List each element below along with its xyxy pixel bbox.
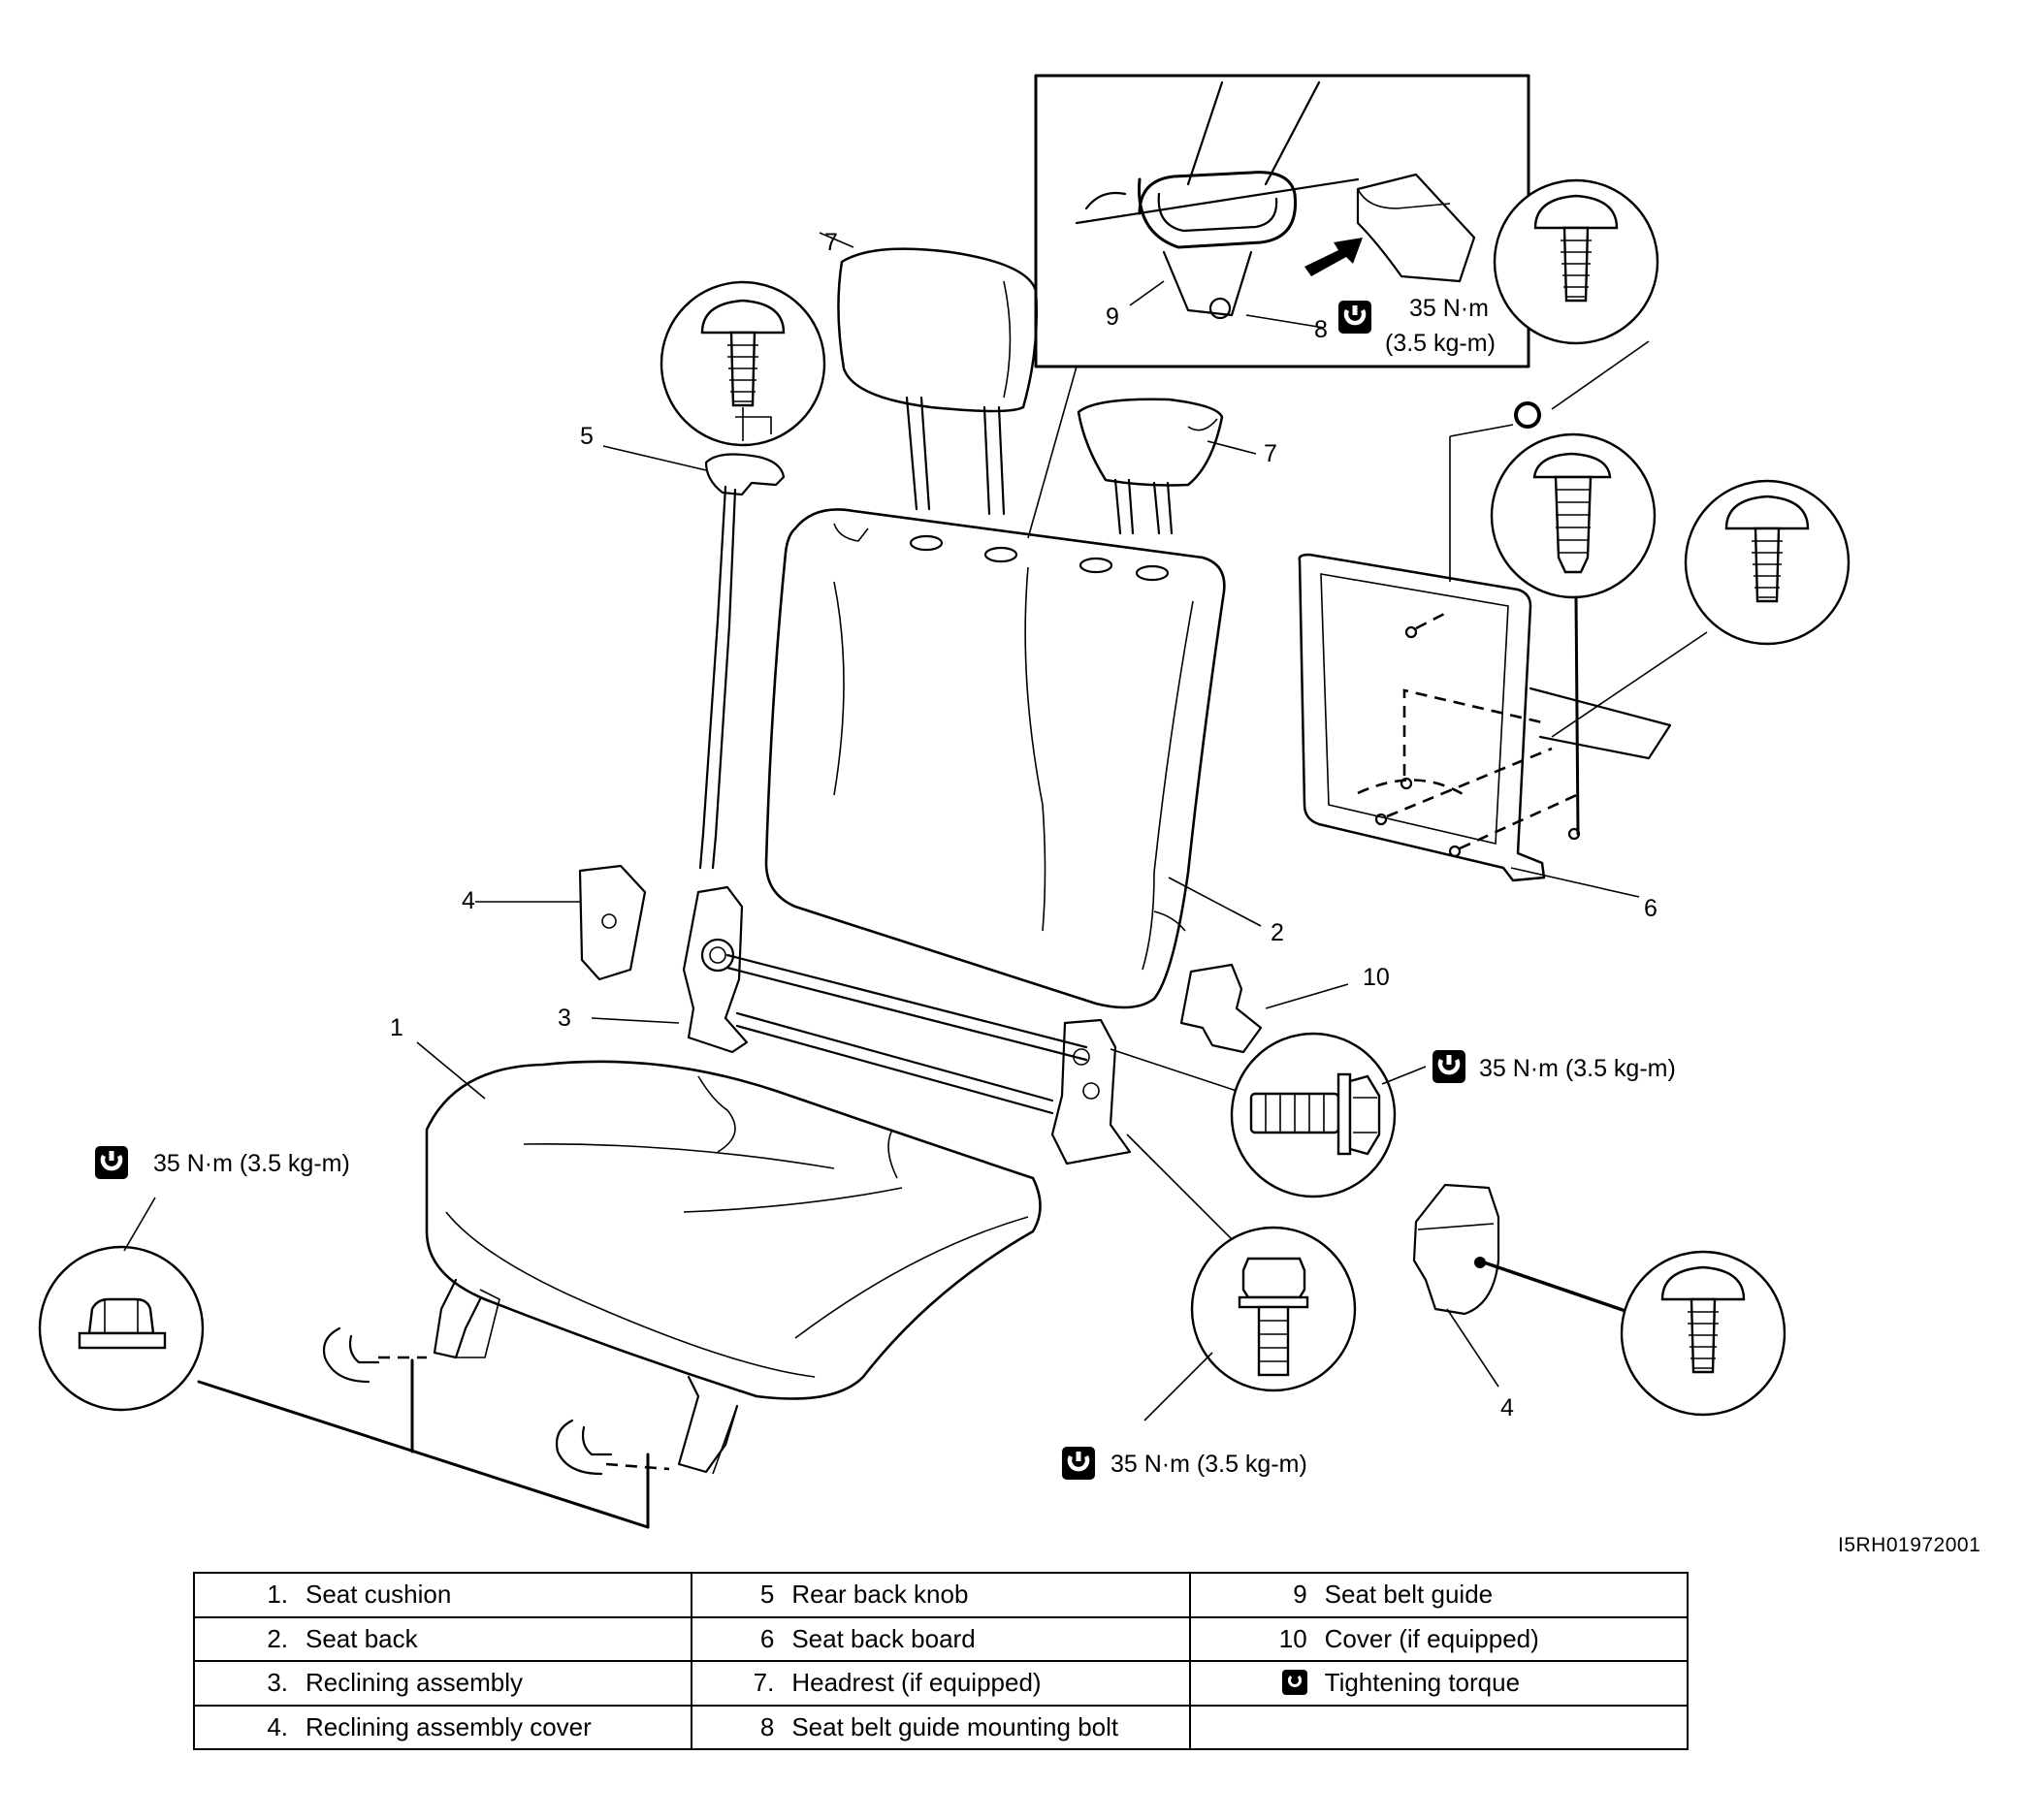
bottom-torque-text: 35 N·m (3.5 kg-m) [1111,1451,1307,1478]
legend-number: 7. [753,1668,775,1698]
cover: 10 [1179,963,1390,1054]
legend-number: 9 [1293,1580,1307,1610]
figure-code: I5RH01972001 [1838,1534,1981,1556]
reclining-assembly-cover-right: 4 [1412,1183,1787,1421]
callout-4-right: 4 [1500,1394,1514,1421]
left-torque-text: 35 N·m (3.5 kg-m) [153,1150,350,1177]
callout-3: 3 [558,1005,571,1032]
legend-number: 5 [759,1580,775,1610]
legend-cell: 2. Seat back [192,1615,693,1662]
legend-cell: 7. Headrest (if equipped) [691,1660,1191,1707]
seat-exploded-diagram: 9 8 35 N·m (3.5 kg-m) 7 7 2 [38,74,1851,1529]
reclining-bolt-bottom: 35 N·m (3.5 kg-m) [1062,1134,1357,1480]
callout-9: 9 [1106,303,1119,331]
legend-number: 3. [267,1668,288,1698]
seat-belt-guide-inset: 9 8 35 N·m (3.5 kg-m) [1027,74,1530,539]
seat-back: 2 [764,508,1284,1009]
legend-number: 1. [267,1580,288,1610]
callout-8: 8 [1314,316,1328,343]
legend-row: 3. Reclining assembly 7. Headrest (if equip… [192,1660,1690,1707]
inset-torque-value: 35 N·m [1409,295,1489,322]
reclining-assembly: 4 3 [462,864,1132,1165]
wrench-icon [1281,1670,1307,1696]
headrest-left: 7 [819,229,1038,516]
callout-7-right: 7 [1264,440,1277,467]
legend-row: 4. Reclining assembly cover 8 Seat belt gui… [192,1704,1690,1750]
callout-7-left: 7 [824,229,838,256]
reclining-bolt-right: 35 N·m (3.5 kg-m) [1110,1032,1676,1198]
legend-cell: 1. Seat cushion [192,1572,693,1618]
legend-cell: 10 Cover (if equipped) [1188,1615,1690,1662]
legend-cell: 4. Reclining assembly cover [192,1704,693,1750]
legend-label: Rear back knob [791,1580,969,1610]
callout-1: 1 [390,1014,403,1041]
seat-cushion: 1 [322,1014,1042,1476]
legend-label: Seat back [306,1623,418,1653]
callout-5: 5 [580,423,594,450]
board-clip-1 [1449,178,1659,582]
callout-2: 2 [1271,919,1284,946]
legend-number: 4. [267,1711,288,1741]
tightening-torque-icon [1191,1668,1307,1698]
legend-label: Seat belt guide mounting bolt [791,1711,1119,1741]
legend-cell: 6 Seat back board [691,1615,1191,1662]
inset-torque-icon [1338,301,1371,334]
legend-cell: Tightening torque [1188,1660,1690,1707]
legend-label: Reclining assembly cover [306,1711,592,1741]
seat-back-board: 6 [1298,553,1672,922]
callout-4-left: 4 [462,887,475,914]
legend-label: Tightening torque [1324,1668,1521,1698]
legend-row: 2. Seat back 6 Seat back board 10 Cover (if e… [192,1615,1690,1662]
legend-label: Seat cushion [306,1580,452,1610]
legend-label: Reclining assembly [306,1668,523,1698]
left-torque-icon [95,1146,128,1179]
legend-number: 8 [759,1711,775,1741]
legend-number: 10 [1278,1623,1307,1653]
legend-cell: 5 Rear back knob [691,1572,1191,1618]
callout-10: 10 [1363,964,1390,991]
legend-cell: 3. Reclining assembly [192,1660,693,1707]
board-clip-2 [1490,432,1657,836]
legend-label: Headrest (if equipped) [791,1668,1042,1698]
legend-number: 2. [267,1623,288,1653]
cushion-nut: 35 N·m (3.5 kg-m) [38,1146,650,1529]
headrest-right: 7 [1077,398,1277,535]
legend-label: Seat back board [791,1623,976,1653]
legend-label: Cover (if equipped) [1324,1623,1539,1653]
bottom-torque-icon [1062,1447,1095,1480]
callout-6: 6 [1644,895,1658,922]
rear-back-knob: 5 [580,280,826,870]
legend-cell: 8 Seat belt guide mounting bolt [691,1704,1191,1750]
legend-row: 1. Seat cushion 5 Rear back knob 9 Seat belt … [192,1572,1690,1618]
board-clip-3 [1551,479,1851,738]
legend-number: 6 [759,1623,775,1653]
inset-torque-alt: (3.5 kg-m) [1385,330,1496,357]
legend-cell: 9 Seat belt guide [1188,1572,1690,1618]
legend-label: Seat belt guide [1324,1580,1494,1610]
right-torque-text: 35 N·m (3.5 kg-m) [1479,1055,1676,1082]
legend-cell [1188,1704,1690,1750]
right-torque-icon [1432,1050,1465,1083]
